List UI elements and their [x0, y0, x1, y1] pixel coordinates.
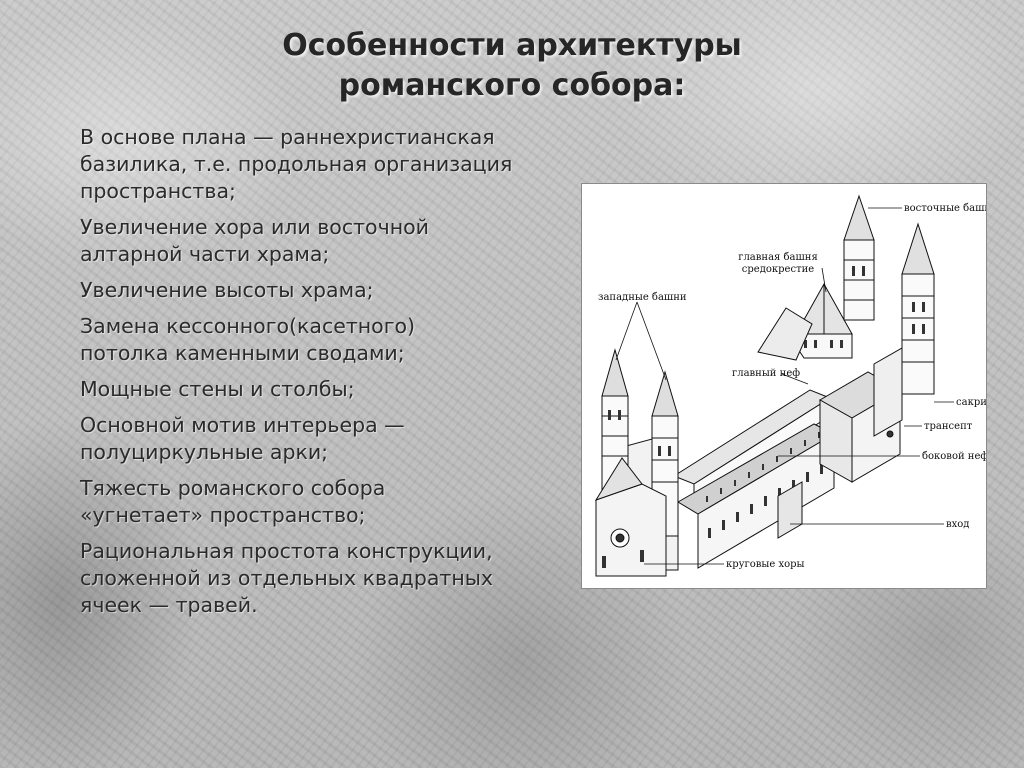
feature-line: алтарной части храма; — [80, 242, 330, 266]
cathedral-drawing: восточные башни главная башня средокрест… — [594, 194, 986, 577]
label-entrance: вход — [946, 519, 969, 530]
diagram-leader-lines — [615, 207, 954, 565]
cathedral-diagram: восточные башни главная башня средокрест… — [581, 183, 987, 589]
label-crossing: средокрестие — [742, 264, 814, 275]
feature-line: Основной мотив интерьера — — [80, 413, 405, 437]
label-west-towers: западные башни — [598, 292, 687, 303]
label-side-nave: боковой неф — [922, 451, 986, 462]
slide-title-line-1: Особенности архитектуры — [282, 28, 742, 63]
feature-item: Рациональная простота конструкции, сложе… — [80, 538, 600, 619]
feature-item: Мощные стены и столбы; — [80, 376, 600, 403]
feature-line: сложенной из отдельных квадратных — [80, 566, 494, 590]
label-sacristy: сакристия — [956, 397, 986, 408]
feature-line: ячеек — травей. — [80, 593, 258, 617]
feature-line: Тяжесть романского собора — [80, 476, 386, 500]
feature-line: пространства; — [80, 179, 236, 203]
label-transept: трансепт — [924, 421, 973, 432]
label-main-nave: главный неф — [732, 368, 800, 379]
slide-title: Особенности архитектуры романского собор… — [0, 26, 1024, 106]
feature-line: Рациональная простота конструкции, — [80, 539, 493, 563]
feature-line: Замена кессонного(касетного) — [80, 314, 416, 338]
label-main-tower: главная башня — [738, 252, 818, 263]
feature-item: Тяжесть романского собора «угнетает» про… — [80, 475, 600, 529]
feature-line: полуциркульные арки; — [80, 440, 329, 464]
feature-line: Увеличение высоты храма; — [80, 278, 374, 302]
feature-line: «угнетает» пространство; — [80, 503, 366, 527]
feature-item: В основе плана — раннехристианская базил… — [80, 124, 600, 205]
feature-item: Основной мотив интерьера — полуциркульны… — [80, 412, 600, 466]
label-east-towers: восточные башни — [904, 203, 986, 214]
label-round-choirs: круговые хоры — [726, 559, 805, 570]
feature-item: Увеличение хора или восточной алтарной ч… — [80, 214, 600, 268]
feature-line: В основе плана — раннехристианская — [80, 125, 495, 149]
features-list: В основе плана — раннехристианская базил… — [80, 124, 600, 628]
cathedral-illustration — [594, 194, 935, 577]
feature-item: Увеличение высоты храма; — [80, 277, 600, 304]
feature-line: базилика, т.е. продольная организация — [80, 152, 513, 176]
feature-line: потолка каменными сводами; — [80, 341, 405, 365]
feature-line: Увеличение хора или восточной — [80, 215, 429, 239]
feature-line: Мощные стены и столбы; — [80, 377, 355, 401]
feature-item: Замена кессонного(касетного) потолка кам… — [80, 313, 600, 367]
slide-title-line-2: романского собора: — [338, 68, 686, 103]
